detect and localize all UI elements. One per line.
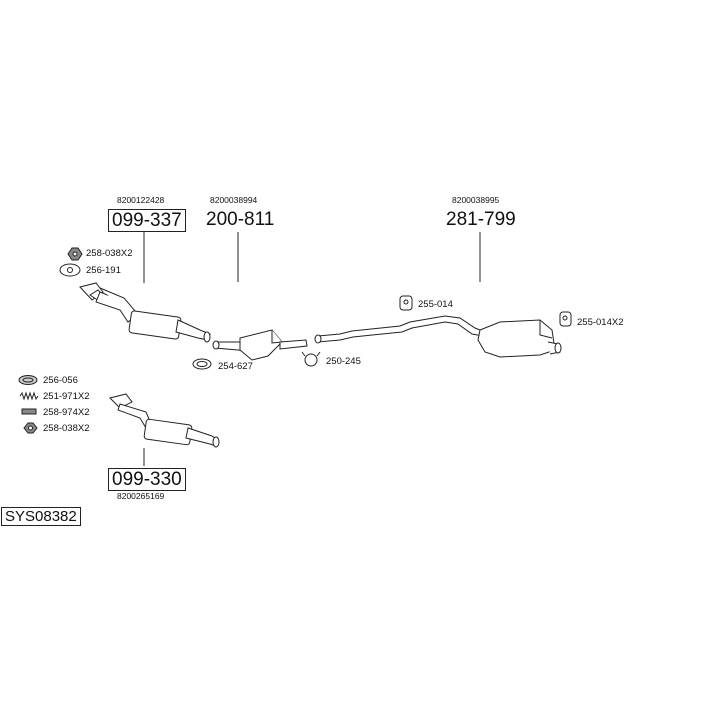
clamp-ring-icon bbox=[301, 351, 321, 367]
clamp-icon bbox=[192, 358, 212, 370]
oem-number-099-337: 8200122428 bbox=[117, 195, 165, 205]
part-number-281-799[interactable]: 281-799 bbox=[446, 209, 516, 230]
part-number-099-337[interactable]: 099-337 bbox=[108, 209, 186, 232]
oem-number-099-330: 8200265169 bbox=[117, 491, 165, 501]
accessory-label-hanger-mid[interactable]: 255-014 bbox=[418, 299, 453, 310]
front-catalyst-upper bbox=[79, 282, 211, 343]
gasket-ring-icon bbox=[18, 375, 38, 385]
hex-nut-lower-icon bbox=[23, 422, 38, 434]
rubber-hanger-rear-icon bbox=[559, 311, 572, 327]
accessory-label-bolt[interactable]: 258-974X2 bbox=[43, 407, 90, 418]
part-number-099-330[interactable]: 099-330 bbox=[108, 468, 186, 491]
bolt-icon bbox=[21, 408, 37, 415]
center-muffler bbox=[212, 329, 308, 361]
accessory-label-hanger-rear[interactable]: 255-014X2 bbox=[577, 317, 624, 328]
part-number-200-811[interactable]: 200-811 bbox=[206, 209, 275, 230]
oem-number-281-799: 8200038995 bbox=[452, 195, 500, 205]
rear-muffler bbox=[314, 315, 562, 358]
oem-number-200-811: 8200038994 bbox=[210, 195, 258, 205]
accessory-label-gasket-lower[interactable]: 256-056 bbox=[43, 375, 78, 386]
hex-nut-icon bbox=[67, 247, 83, 261]
system-code-label: SYS08382 bbox=[1, 507, 81, 526]
accessory-label-clamp-rear[interactable]: 250-245 bbox=[326, 356, 361, 367]
gasket-icon bbox=[59, 263, 81, 277]
spring-icon bbox=[19, 391, 39, 401]
accessory-label-gasket-upper[interactable]: 256-191 bbox=[86, 265, 121, 276]
accessory-label-nut-upper[interactable]: 258-038X2 bbox=[86, 248, 133, 259]
accessory-label-clamp-center[interactable]: 254-627 bbox=[218, 361, 253, 372]
accessory-label-spring[interactable]: 251-971X2 bbox=[43, 391, 90, 402]
rubber-hanger-icon bbox=[399, 295, 413, 311]
front-catalyst-lower bbox=[109, 393, 220, 448]
accessory-label-nut-lower[interactable]: 258-038X2 bbox=[43, 423, 90, 434]
